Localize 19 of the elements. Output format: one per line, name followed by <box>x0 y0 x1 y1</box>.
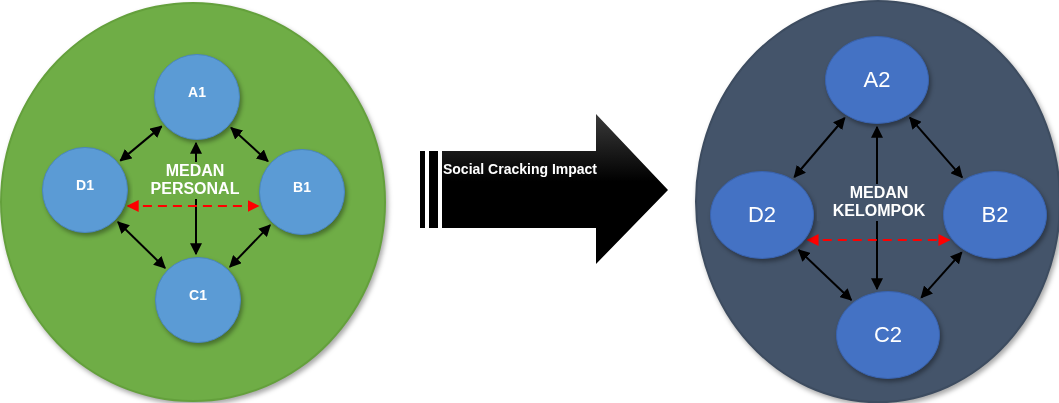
node-circle: D2 <box>710 171 814 259</box>
arrow <box>119 125 163 162</box>
node-circle: D1 <box>42 147 128 233</box>
node-circle: A2 <box>825 36 929 124</box>
arrow <box>793 117 846 178</box>
arrow <box>116 221 167 269</box>
arrow <box>806 234 951 246</box>
arrow <box>920 251 963 299</box>
arrow <box>126 200 260 212</box>
node-circle: B2 <box>943 171 1047 259</box>
field-ellipse <box>695 0 1059 403</box>
arrow <box>908 116 964 179</box>
arrow <box>228 224 272 268</box>
arrow <box>797 248 853 302</box>
node-circle: B1 <box>259 149 345 235</box>
node-circle: C1 <box>155 257 241 343</box>
node-circle: C2 <box>836 291 940 379</box>
node-circle: A1 <box>154 54 240 140</box>
arrow <box>230 126 269 163</box>
